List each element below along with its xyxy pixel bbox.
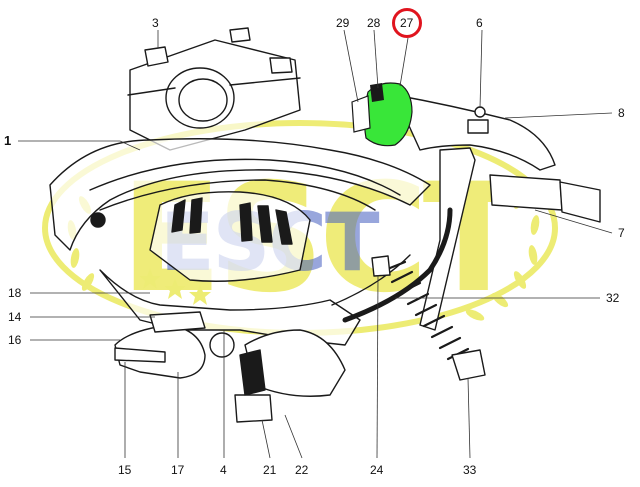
callout-3: 3 [152, 16, 159, 30]
callout-22: 22 [295, 463, 309, 477]
callout-32: 32 [606, 291, 620, 305]
callout-15: 15 [118, 463, 132, 477]
callout-17: 17 [171, 463, 185, 477]
callout-16: 16 [8, 333, 22, 347]
machine-drawing [49, 27, 601, 423]
callout-29: 29 [336, 16, 350, 30]
callout-7: 7 [618, 226, 625, 240]
callout-24: 24 [370, 463, 384, 477]
callout-18: 18 [8, 286, 22, 300]
leader-lines [18, 29, 613, 459]
callout-8: 8 [618, 106, 625, 120]
callout-21: 21 [263, 463, 277, 477]
part-27-highlight[interactable] [351, 82, 413, 147]
callout-33: 33 [463, 463, 477, 477]
highlight-circle [392, 8, 422, 38]
callout-4: 4 [220, 463, 227, 477]
callout-6: 6 [476, 16, 483, 30]
callout-28: 28 [367, 16, 381, 30]
callout-14: 14 [8, 310, 22, 324]
callout-1: 1 [4, 133, 12, 148]
callout-27[interactable]: 27 [400, 16, 414, 30]
